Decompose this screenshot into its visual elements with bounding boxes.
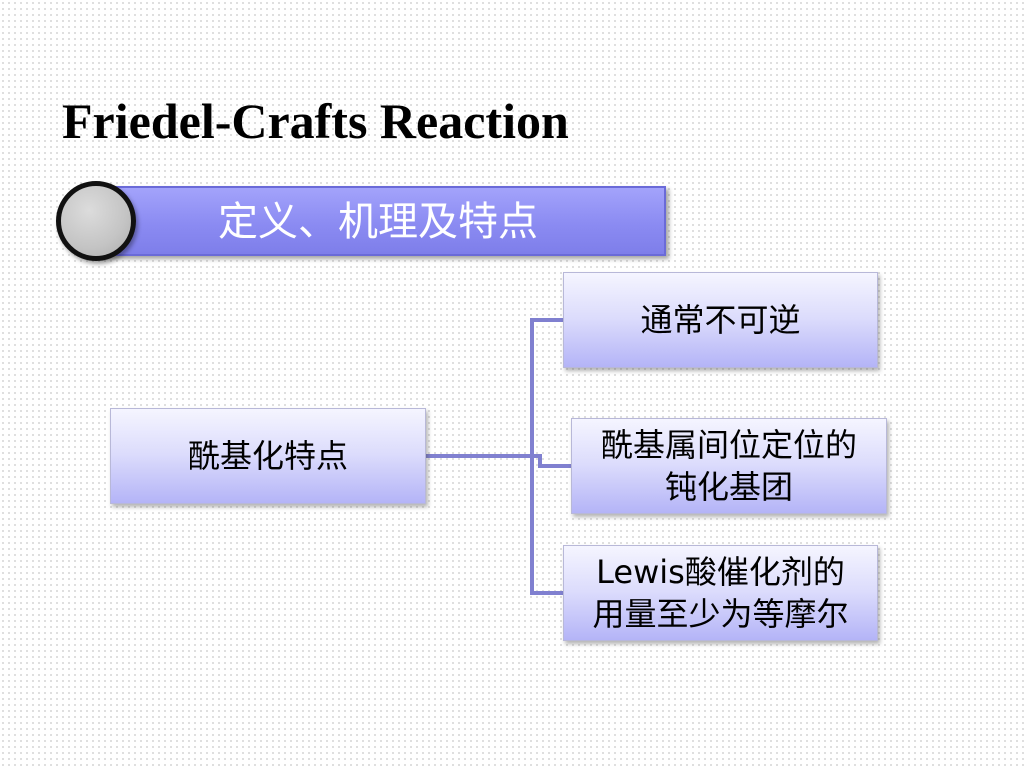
diagram-child-3-line-1: Lewis酸催化剂的	[596, 553, 845, 591]
connector-to-child-2	[532, 454, 571, 468]
section-bullet-circle	[56, 181, 136, 261]
diagram-child-2-line-2: 钝化基团	[664, 468, 793, 506]
diagram-child-1-label: 通常不可逆	[640, 301, 801, 339]
section-header-text: 定义、机理及特点	[218, 199, 538, 245]
diagram-root-node: 酰基化特点	[110, 408, 426, 504]
section-header-bar: 定义、机理及特点	[88, 186, 666, 256]
diagram-child-node-3: Lewis酸催化剂的 用量至少为等摩尔	[563, 545, 878, 641]
slide-title: Friedel-Crafts Reaction	[62, 93, 569, 149]
diagram-child-node-2: 酰基属间位定位的 钝化基团	[571, 418, 887, 514]
diagram-root-label: 酰基化特点	[187, 437, 348, 475]
diagram-child-3-line-2: 用量至少为等摩尔	[592, 595, 849, 633]
diagram-child-node-1: 通常不可逆	[563, 272, 878, 368]
diagram-child-2-line-1: 酰基属间位定位的	[600, 426, 857, 464]
connector-to-child-3	[530, 456, 563, 595]
diagram-child-2-label: 酰基属间位定位的 钝化基团	[601, 424, 857, 508]
connector-to-child-1	[530, 318, 563, 456]
diagram-child-3-label: Lewis酸催化剂的 用量至少为等摩尔	[592, 551, 848, 635]
